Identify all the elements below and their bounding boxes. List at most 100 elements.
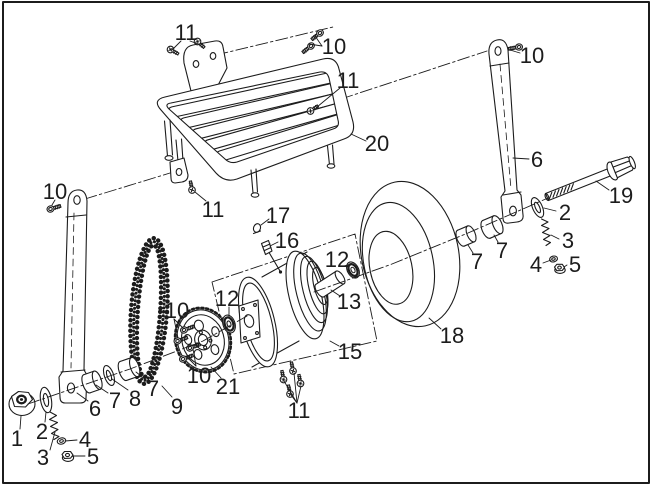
callout-10-23: 10	[187, 363, 211, 388]
callout-8-27: 8	[129, 386, 141, 411]
part-5-nut	[553, 263, 566, 274]
callout-leader-21	[210, 366, 222, 379]
callout-leader-11	[189, 40, 199, 45]
callout-leader-8	[111, 378, 129, 391]
callout-13-17: 13	[337, 289, 361, 314]
screw-11	[165, 44, 181, 58]
callout-18-19: 18	[440, 323, 464, 348]
screw-11	[186, 180, 197, 195]
assembly-axis	[27, 197, 549, 405]
callout-leader-5	[563, 264, 568, 268]
callout-leader-7	[493, 234, 499, 243]
callout-leader-11	[293, 372, 298, 404]
callout-11-3: 11	[337, 68, 360, 93]
rack-leg	[163, 119, 174, 161]
callout-10-11: 10	[43, 179, 67, 204]
callout-3-8: 3	[562, 228, 574, 253]
callout-leader-7	[467, 244, 474, 254]
callout-7-21: 7	[496, 238, 508, 263]
callout-leader-10	[192, 348, 197, 367]
rack-leg	[250, 168, 260, 198]
callout-17-13: 17	[266, 203, 290, 228]
callout-leader-10	[314, 35, 323, 47]
callout-leader-15	[329, 340, 340, 347]
part-19-axle-bolt	[544, 155, 636, 202]
part-2-washer	[39, 386, 53, 414]
part-9-drive-chain	[128, 235, 170, 387]
callout-leader-4	[542, 259, 552, 264]
part-16-valve-stem	[260, 239, 283, 274]
callout-leader-11	[296, 385, 302, 404]
callout-leader-7	[95, 384, 109, 394]
part-7-bushing	[480, 215, 504, 239]
part-3-spring	[540, 218, 552, 247]
part-3-spring	[48, 411, 60, 441]
callout-4-9: 4	[530, 252, 542, 277]
callout-4-33: 4	[79, 427, 91, 452]
callout-leader-11	[171, 40, 182, 51]
callout-leader-1	[19, 415, 22, 430]
part-6-support-strut-left	[58, 189, 88, 404]
part-6-support-strut-right	[488, 39, 524, 224]
part-13-axle-spacer	[314, 270, 346, 298]
callout-20-4: 20	[365, 131, 389, 156]
screw-11	[287, 361, 298, 376]
bolt-10	[300, 40, 317, 56]
callout-leader-4	[64, 439, 78, 442]
callout-leader-10	[173, 318, 184, 329]
part-20-cargo-rack	[156, 40, 355, 198]
axle-bolt-head	[610, 155, 636, 179]
callout-leader-17	[260, 218, 270, 226]
callout-10-1: 10	[322, 34, 346, 59]
callout-5-34: 5	[87, 444, 99, 469]
callout-11-12: 11	[202, 197, 225, 222]
part-4-washer	[56, 437, 67, 445]
callout-leader-19	[595, 180, 610, 191]
part-5-nut	[61, 450, 75, 462]
part-1-flange-nut	[8, 390, 36, 417]
callout-2-31: 2	[36, 419, 48, 444]
rack-mount-clevis	[169, 157, 189, 184]
callout-leader-13	[330, 289, 341, 297]
callout-2-7: 2	[559, 200, 571, 225]
callout-10-22: 10	[165, 298, 189, 323]
callout-15-18: 15	[338, 339, 362, 364]
part-18-tire	[359, 180, 461, 328]
part-4-washer	[549, 255, 558, 263]
callout-21-24: 21	[216, 374, 240, 399]
callout-5-10: 5	[569, 252, 581, 277]
callout-leader-11	[316, 87, 341, 108]
part-7-bushing	[455, 225, 477, 247]
part-8-washer	[102, 365, 116, 386]
callout-10-2: 10	[520, 43, 544, 68]
callout-12-15: 12	[215, 286, 239, 311]
callout-leader-6	[512, 157, 530, 160]
callout-leader-3	[550, 234, 560, 240]
callout-1-30: 1	[11, 426, 23, 451]
drawing-border	[2, 1, 650, 484]
part-15-wheel-hub-rim	[237, 250, 329, 368]
callout-leader-10	[51, 199, 56, 206]
callout-leader-10	[509, 49, 521, 54]
callout-leader-11	[283, 380, 298, 404]
screw-11	[295, 373, 305, 388]
rack-leg	[326, 144, 336, 169]
callout-leader-10	[173, 318, 179, 339]
callout-16-14: 16	[275, 228, 299, 253]
callout-11-35: 11	[288, 398, 311, 423]
callout-leader-11	[194, 191, 207, 202]
callout-19-6: 19	[609, 183, 633, 208]
callout-7-28: 7	[109, 388, 121, 413]
callout-6-29: 6	[89, 396, 101, 421]
callout-leader-9	[161, 385, 173, 398]
callout-7-20: 7	[471, 249, 483, 274]
callout-leader-12	[343, 263, 352, 267]
callout-3-32: 3	[37, 445, 49, 470]
part-2-washer	[530, 197, 545, 218]
callout-leader-2	[543, 207, 557, 212]
callout-leader-10	[185, 355, 197, 367]
callout-11-0: 11	[175, 20, 198, 45]
